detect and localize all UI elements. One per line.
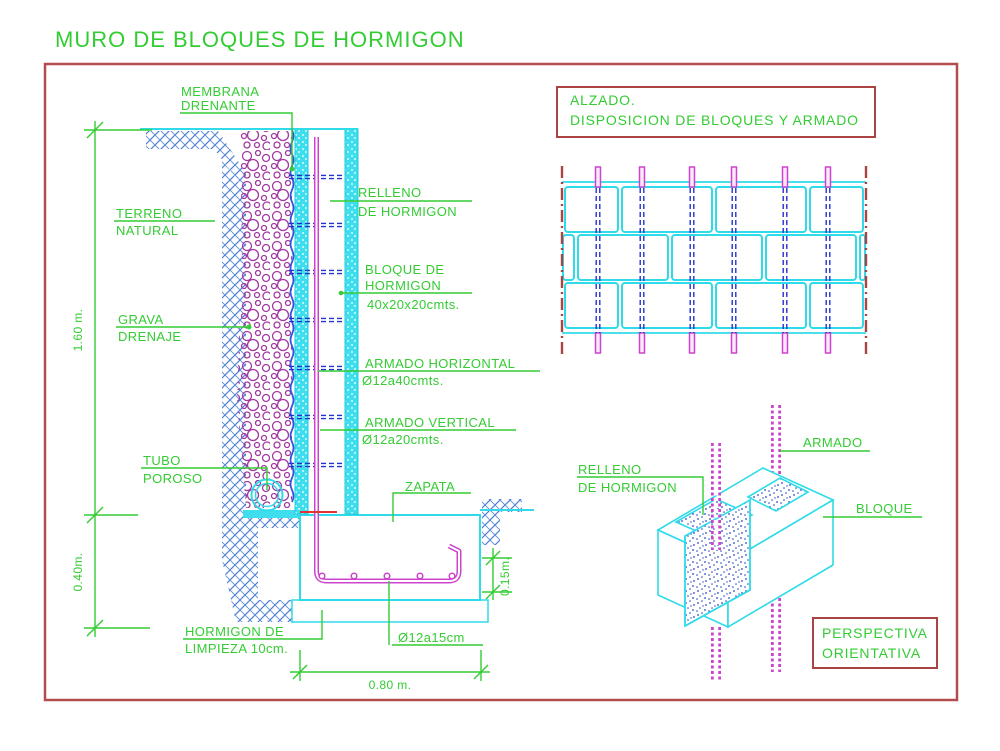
svg-text:TERRENO: TERRENO [116, 206, 182, 221]
footing-heel [243, 510, 300, 518]
svg-text:RELLENO: RELLENO [358, 185, 422, 200]
label-bloque-hormigon: BLOQUE DE HORMIGON 40x20x20cmts. [338, 262, 472, 312]
svg-text:PERSPECTIVA: PERSPECTIVA [822, 625, 928, 641]
label-relleno-hormigon: RELLENO DE HORMIGON [330, 185, 472, 219]
svg-text:ARMADO HORIZONTAL: ARMADO HORIZONTAL [365, 356, 515, 371]
svg-text:DRENANTE: DRENANTE [181, 98, 256, 113]
membrane-line [289, 129, 295, 503]
perspective-caption-box: PERSPECTIVA ORIENTATIVA [812, 617, 938, 669]
section-view [140, 128, 534, 623]
label-armado-zapata: Ø12a15cm [388, 581, 483, 646]
svg-text:DISPOSICION DE BLOQUES Y ARMAD: DISPOSICION DE BLOQUES Y ARMADO [570, 112, 859, 128]
label-hormigon-limpieza: HORMIGON DE LIMPIEZA 10cm. [183, 610, 323, 656]
elevation-title-box: ALZADO. DISPOSICION DE BLOQUES Y ARMADO [556, 86, 876, 138]
dim-footing-width: 0.80 m. [369, 678, 412, 692]
svg-text:GRAVA: GRAVA [118, 312, 164, 327]
svg-text:POROSO: POROSO [143, 471, 202, 486]
label-tubo-poroso: TUBO POROSO [141, 453, 268, 490]
label-armado-horizontal: ARMADO HORIZONTAL Ø12a40cmts. [318, 356, 540, 388]
dim-footing-depth: 0.15m. [498, 557, 512, 596]
label-armado-vertical: ARMADO VERTICAL Ø12a20cmts. [320, 415, 516, 447]
svg-text:HORMIGON DE: HORMIGON DE [185, 624, 284, 639]
svg-text:ORIENTATIVA: ORIENTATIVA [822, 645, 921, 661]
label-grava-drenaje: GRAVA DRENAJE [116, 312, 252, 344]
svg-text:ARMADO VERTICAL: ARMADO VERTICAL [365, 415, 495, 430]
dim-wall-height: 1.60 m. [71, 309, 85, 352]
elevation-view: ALZADO. DISPOSICION DE BLOQUES Y ARMADO [556, 86, 876, 354]
svg-text:ALZADO.: ALZADO. [570, 92, 636, 108]
section-dimensions: 1.60 m. 0.40m. 0.80 m. 0.15m. [71, 121, 512, 692]
terrain-hatch [146, 131, 522, 622]
perspective-block [656, 467, 835, 629]
lean-concrete [291, 599, 489, 623]
wall-face-right [344, 128, 359, 515]
elevation-blocks [562, 186, 866, 329]
svg-text:Ø12a15cm: Ø12a15cm [398, 630, 465, 645]
drawing-title: MURO DE BLOQUES DE HORMIGON [55, 27, 465, 52]
svg-text:TUBO: TUBO [143, 453, 181, 468]
label-membrana-drenante: MEMBRANA DRENANTE [180, 84, 295, 172]
svg-text:DE HORMIGON: DE HORMIGON [578, 480, 677, 495]
svg-text:RELLENO: RELLENO [578, 462, 642, 477]
section-labels: MEMBRANA DRENANTE TERRENO NATURAL GRAVA … [114, 84, 540, 656]
label-perspective-bloque: BLOQUE [823, 501, 922, 518]
svg-text:BLOQUE DE: BLOQUE DE [365, 262, 444, 277]
sheet-border [43, 62, 959, 702]
label-perspective-armado: ARMADO [780, 435, 870, 452]
svg-text:ZAPATA: ZAPATA [405, 479, 455, 494]
svg-text:NATURAL: NATURAL [116, 223, 179, 238]
svg-text:HORMIGON: HORMIGON [365, 278, 441, 293]
label-zapata: ZAPATA [392, 479, 471, 522]
elevation-cut-lines [560, 166, 868, 354]
svg-text:DRENAJE: DRENAJE [118, 329, 181, 344]
label-perspective-relleno: RELLENO DE HORMIGON [577, 462, 704, 515]
svg-text:LIMPIEZA 10cm.: LIMPIEZA 10cm. [185, 641, 288, 656]
gravel-fill [237, 131, 292, 508]
elevation-rebars [594, 166, 832, 354]
svg-text:Ø12a40cmts.: Ø12a40cmts. [362, 373, 444, 388]
svg-text:MEMBRANA: MEMBRANA [181, 84, 259, 99]
label-terreno-natural: TERRENO NATURAL [114, 206, 215, 238]
svg-text:Ø12a20cmts.: Ø12a20cmts. [362, 432, 444, 447]
svg-text:DE HORMIGON: DE HORMIGON [358, 204, 457, 219]
svg-text:BLOQUE: BLOQUE [856, 501, 913, 516]
vertical-rebar-and-footing-cage [314, 137, 462, 584]
perspective-view: RELLENO DE HORMIGON ARMADO BLOQUE PERSPE… [577, 405, 938, 681]
footing-outline [299, 514, 481, 601]
svg-text:ARMADO: ARMADO [803, 435, 862, 450]
svg-text:40x20x20cmts.: 40x20x20cmts. [367, 297, 460, 312]
dim-footing-height: 0.40m. [71, 552, 85, 591]
